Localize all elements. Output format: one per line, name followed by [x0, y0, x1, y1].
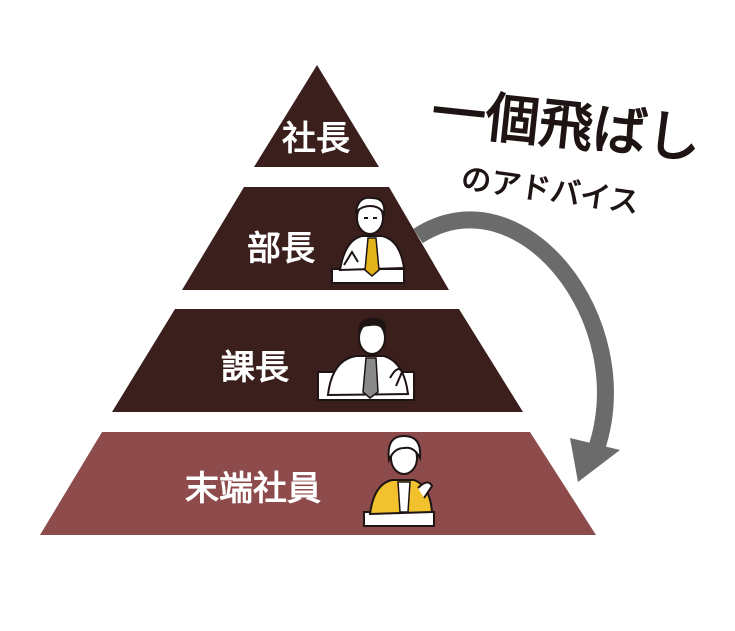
tier-manager [112, 309, 523, 412]
tier-director-label: 部長 [247, 229, 316, 269]
title-main: 一個飛ばし [429, 80, 704, 171]
tier-president-label: 社長 [282, 119, 351, 159]
title-sub: のアドバイス [459, 161, 641, 221]
tier-employee [40, 432, 596, 535]
tier-manager-label: 課長 [221, 348, 290, 388]
curved-arrow-icon [413, 211, 620, 482]
manager-person-icon [317, 317, 415, 401]
employee-person-icon [363, 434, 435, 527]
director-person-icon [331, 196, 406, 284]
tier-employee-label: 末端社員 [185, 469, 321, 509]
tier-president [254, 65, 379, 167]
tier-director [182, 187, 449, 290]
